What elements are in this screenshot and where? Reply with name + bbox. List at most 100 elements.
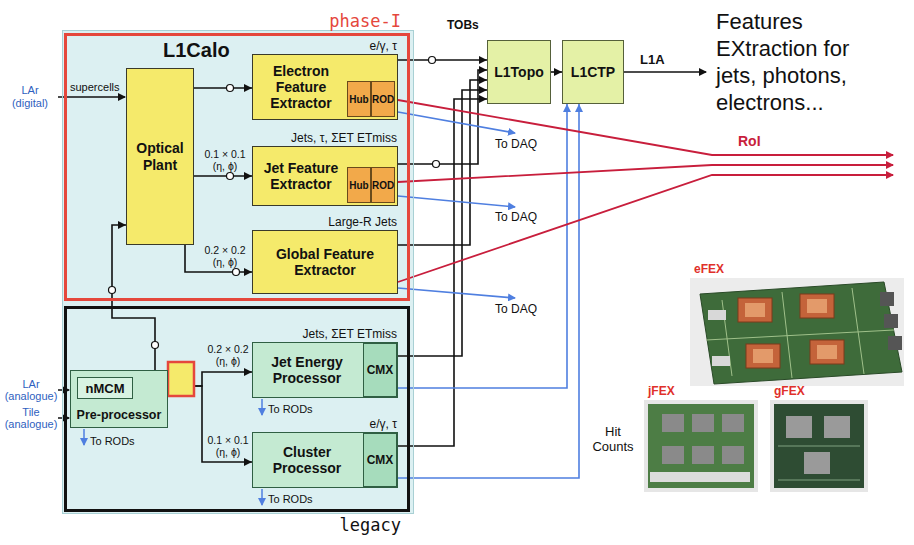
feature-extractor-box: Large-R JetsGlobal Feature Extractor: [252, 230, 398, 294]
connector-line: [398, 70, 487, 164]
connector-line: [194, 87, 252, 89]
frame-label: phase-I: [329, 11, 401, 31]
feature-extractor-box: Jets, τ, ΣET ETmissJet Feature Extractor…: [252, 146, 398, 206]
connector: [168, 386, 252, 466]
arrowhead: [575, 104, 583, 112]
output-label: To RODs: [268, 403, 313, 415]
connector-line: [397, 104, 579, 478]
jfex-board-photo: [644, 400, 758, 492]
box-title: Hub: [349, 94, 368, 105]
arrowhead: [479, 76, 487, 84]
connector: [397, 104, 571, 388]
fpga-chip: [692, 414, 714, 432]
input-label: LAr (digital): [3, 84, 57, 110]
fpga-chip: [786, 416, 812, 438]
photo-label: gFEX: [774, 384, 805, 398]
arrowhead: [244, 268, 252, 276]
box-title: nMCM: [86, 381, 125, 396]
signal-label: L1A: [640, 52, 665, 67]
text-area: L1Topo: [488, 41, 550, 103]
roi-line: [398, 165, 893, 182]
connector: [880, 292, 894, 306]
text-area: Global Feature Extractor: [257, 231, 393, 293]
connector-line: [112, 225, 155, 370]
connector-strip: [650, 472, 750, 482]
text-area: Optical Plant: [130, 69, 190, 244]
connector: [397, 104, 583, 478]
connector-line: [168, 386, 252, 462]
text-area: nMCM: [78, 378, 132, 398]
text-area: L1CTP: [563, 41, 623, 103]
fpga-chip: [824, 416, 850, 438]
fpga-chip: [800, 294, 834, 318]
granularity-label: 0.1 × 0.1 (η, ϕ): [200, 148, 250, 172]
fpga-chip: [810, 340, 844, 364]
readout-arrow: [261, 489, 263, 505]
photo-ground: [644, 400, 758, 492]
box-heading: e/γ, τ: [370, 39, 397, 53]
box-title: L1CTP: [571, 64, 615, 80]
text-area: Electron Feature Extractor: [257, 55, 345, 119]
box-heading: Jets, ΣET ETmiss: [302, 327, 397, 341]
readout-arrow: [261, 399, 263, 415]
connector-line: [194, 175, 252, 177]
chip-lid: [745, 303, 765, 317]
fpga-chip: [692, 446, 714, 464]
arrowhead: [244, 84, 252, 92]
text-area: ROD: [372, 82, 394, 116]
box-title: Optical Plant: [130, 140, 190, 172]
l1a-arrow: [624, 71, 706, 73]
efex-board-photo: [690, 278, 904, 386]
cmx-box: CMX: [363, 433, 397, 487]
arrowhead: [244, 368, 252, 376]
panel-title: L1Calo: [163, 39, 230, 62]
connector-line: [185, 245, 252, 272]
arrowhead: [479, 95, 487, 103]
granularity-label: 0.2 × 0.2 (η, ϕ): [205, 343, 251, 367]
box-title: L1Topo: [494, 64, 544, 80]
l1ctp-box: L1CTP: [562, 40, 624, 104]
processor-box: Jets, ΣET ETmissJet Energy ProcessorCMX: [252, 342, 398, 398]
text-area: Cluster Processor: [257, 433, 357, 487]
input-label: Tile (analogue): [3, 406, 59, 430]
output-label: To DAQ: [490, 210, 542, 224]
arrowhead: [563, 104, 571, 112]
photo-label: eFEX: [694, 262, 724, 276]
nmcm-box: nMCM: [77, 377, 133, 399]
rod-box: ROD: [371, 81, 395, 117]
fibre-dot: [109, 287, 116, 294]
connector: [398, 76, 487, 245]
box-title: Hub: [349, 180, 368, 191]
connector-line: [398, 99, 487, 446]
box-title: Jet Feature Extractor: [257, 160, 345, 192]
component: [708, 310, 726, 320]
output-label: To DAQ: [490, 302, 542, 316]
text-area: Jet Energy Processor: [257, 343, 357, 397]
connector-line: [397, 104, 567, 388]
text-area: Hub: [348, 168, 370, 202]
output-label: To RODs: [268, 493, 313, 505]
fpga-chip: [662, 446, 684, 464]
photo-label: jFEX: [648, 384, 675, 398]
box-title: CMX: [367, 363, 394, 377]
frame-label: legacy: [340, 515, 401, 535]
roi-line: [398, 175, 893, 282]
text-area: ROD: [372, 168, 394, 202]
rod-box: ROD: [371, 167, 395, 203]
fibre-dot: [433, 161, 440, 168]
arrowhead: [479, 86, 487, 94]
box-title: Electron Feature Extractor: [257, 63, 345, 111]
fpga-chip: [722, 414, 744, 432]
annotation: Features EXtraction for jets, photons, e…: [716, 8, 886, 116]
box-heading: e/γ, τ: [370, 417, 397, 431]
text-area: Hub: [348, 82, 370, 116]
pcb-traces: [778, 446, 860, 480]
readout-arrow: [83, 429, 85, 445]
arrowhead: [479, 56, 487, 64]
daq-arrow: [398, 196, 515, 207]
pcb: [774, 404, 864, 488]
fpga-chip: [722, 446, 744, 464]
connector: [194, 84, 252, 92]
daq-arrow: [398, 288, 515, 298]
connector-line: [398, 59, 487, 61]
